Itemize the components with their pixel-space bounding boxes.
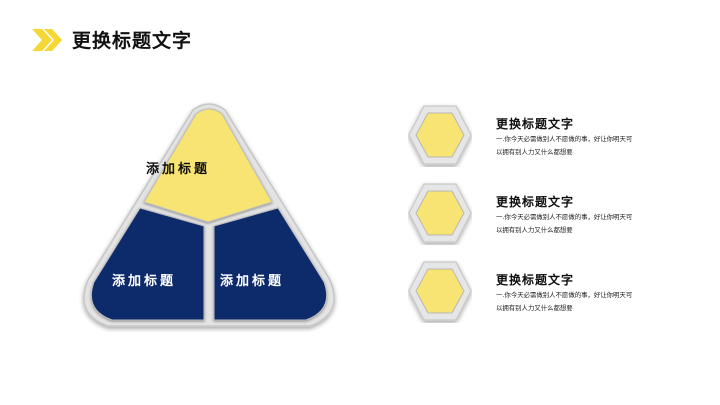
list-item: 更换标题文字 一.你今天必需做别人不愿做的事，好让你明天可以拥有别人力又什么都想… <box>408 259 708 329</box>
item-title: 更换标题文字 <box>496 117 575 131</box>
pyramid-right-segment <box>213 207 328 321</box>
item-title: 更换标题文字 <box>496 273 575 287</box>
header: 更换标题文字 <box>32 26 192 53</box>
page-title: 更换标题文字 <box>72 30 193 52</box>
hexagon-icon <box>408 183 472 243</box>
pyramid-left-label: 添加标题 <box>112 274 177 289</box>
item-description: 一.你今天必需做别人不愿做的事，好让你明天可以拥有别人力又什么都想要 <box>496 291 633 312</box>
pyramid-right-label: 添加标题 <box>220 274 285 289</box>
item-title: 更换标题文字 <box>496 195 575 209</box>
pyramid-left-segment <box>90 207 205 321</box>
pyramid-diagram <box>83 103 335 327</box>
list-item: 更换标题文字 一.你今天必需做别人不愿做的事，好让你明天可以拥有别人力又什么都想… <box>408 103 708 173</box>
item-description: 一.你今天必需做别人不愿做的事，好让你明天可以拥有别人力又什么都想要 <box>496 135 633 156</box>
pyramid-top-segment <box>143 108 273 223</box>
pyramid-top-label: 添加标题 <box>146 162 211 177</box>
list-item: 更换标题文字 一.你今天必需做别人不愿做的事，好让你明天可以拥有别人力又什么都想… <box>408 181 708 251</box>
double-arrow-icon <box>32 28 62 51</box>
hexagon-icon <box>408 105 472 165</box>
item-description: 一.你今天必需做别人不愿做的事，好让你明天可以拥有别人力又什么都想要 <box>496 213 633 234</box>
hexagon-icon <box>408 261 472 321</box>
